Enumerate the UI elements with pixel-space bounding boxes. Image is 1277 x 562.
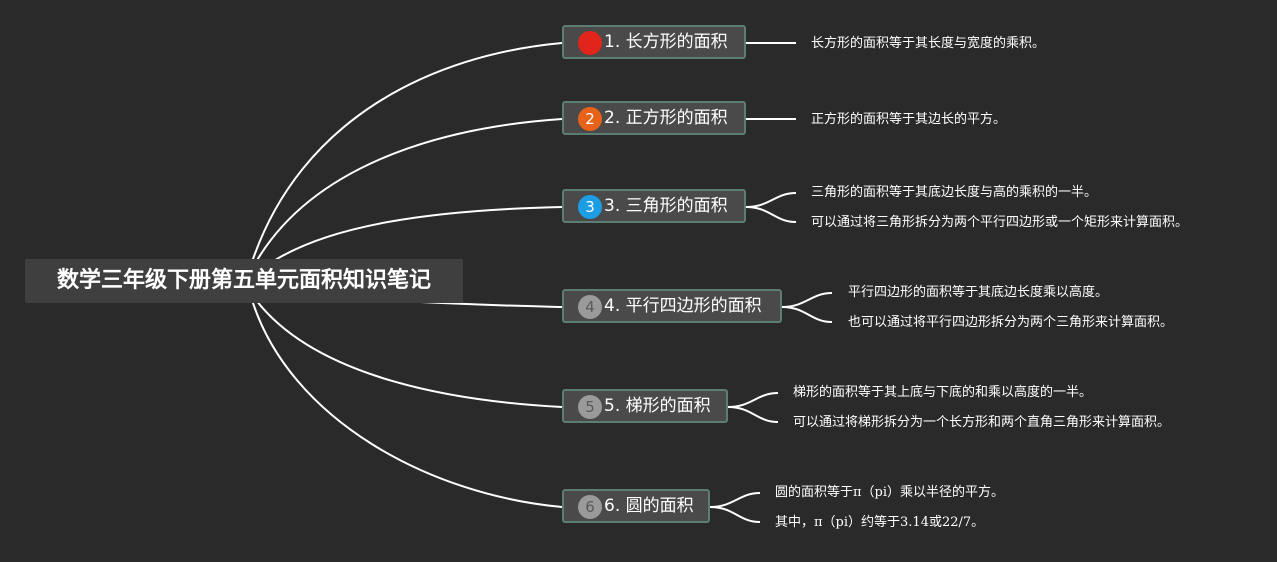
topic-label: 4. 平行四边形的面积 — [604, 296, 762, 316]
priority-6-icon: 6 — [578, 495, 602, 519]
link-root-topic-6 — [251, 299, 563, 508]
link-topic-4-note-1 — [781, 292, 833, 308]
link-root-topic-5 — [255, 299, 563, 408]
topic-circle-area[interactable]: 6 6. 圆的面积 — [562, 489, 710, 523]
priority-2-icon: 2 — [578, 107, 602, 131]
link-topic-4-note-2 — [781, 306, 833, 323]
note-circle-pi-value[interactable]: 其中，π（pi）约等于3.14或22/7。 — [775, 515, 985, 530]
topic-label: 3. 三角形的面积 — [604, 196, 728, 216]
topic-parallelogram-area[interactable]: 4 4. 平行四边形的面积 — [562, 289, 782, 323]
note-square-formula[interactable]: 正方形的面积等于其边长的平方。 — [811, 112, 1007, 127]
priority-1-icon: 1 — [578, 31, 602, 55]
link-topic-5-note-2 — [727, 406, 779, 423]
note-parallelogram-method[interactable]: 也可以通过将平行四边形拆分为两个三角形来计算面积。 — [848, 315, 1174, 330]
priority-5-icon: 5 — [578, 395, 602, 419]
note-rectangle-formula[interactable]: 长方形的面积等于其长度与宽度的乘积。 — [811, 36, 1046, 51]
topic-triangle-area[interactable]: 3 3. 三角形的面积 — [562, 189, 746, 223]
link-topic-5-note-1 — [727, 392, 779, 408]
link-topic-3-note-2 — [745, 206, 797, 223]
link-topic-6-note-1 — [709, 492, 761, 508]
topic-square-area[interactable]: 2 2. 正方形的面积 — [562, 101, 746, 135]
topic-trapezoid-area[interactable]: 5 5. 梯形的面积 — [562, 389, 728, 423]
topic-label: 6. 圆的面积 — [604, 496, 694, 516]
link-root-topic-1 — [251, 42, 563, 263]
note-triangle-method[interactable]: 可以通过将三角形拆分为两个平行四边形或一个矩形来计算面积。 — [811, 215, 1189, 230]
topic-rectangle-area[interactable]: 1 1. 长方形的面积 — [562, 25, 746, 59]
link-root-topic-3 — [271, 206, 563, 263]
topic-label: 5. 梯形的面积 — [604, 396, 711, 416]
priority-4-icon: 4 — [578, 295, 602, 319]
root-topic[interactable]: 数学三年级下册第五单元面积知识笔记 — [25, 259, 463, 303]
note-triangle-formula[interactable]: 三角形的面积等于其底边长度与高的乘积的一半。 — [811, 185, 1098, 200]
link-root-topic-2 — [255, 118, 563, 263]
link-topic-3-note-1 — [745, 192, 797, 208]
note-trapezoid-method[interactable]: 可以通过将梯形拆分为一个长方形和两个直角三角形来计算面积。 — [793, 415, 1171, 430]
topic-label: 1. 长方形的面积 — [604, 32, 728, 52]
link-topic-6-note-2 — [709, 506, 761, 523]
note-parallelogram-formula[interactable]: 平行四边形的面积等于其底边长度乘以高度。 — [848, 285, 1109, 300]
priority-3-icon: 3 — [578, 195, 602, 219]
topic-label: 2. 正方形的面积 — [604, 108, 728, 128]
note-circle-formula[interactable]: 圆的面积等于π（pi）乘以半径的平方。 — [775, 485, 1005, 500]
note-trapezoid-formula[interactable]: 梯形的面积等于其上底与下底的和乘以高度的一半。 — [793, 385, 1093, 400]
